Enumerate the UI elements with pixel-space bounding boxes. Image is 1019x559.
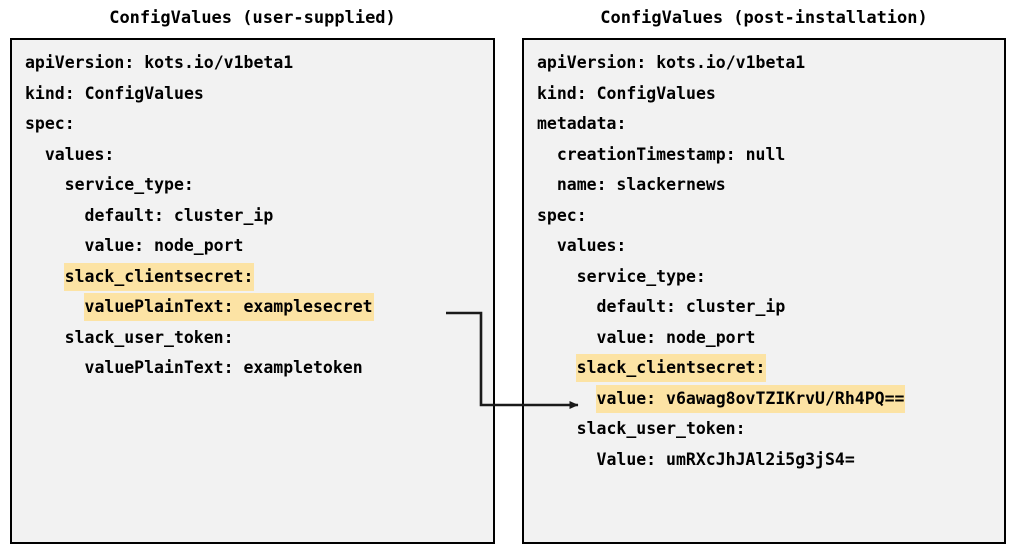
yaml-line-text-highlighted: slack_clientsecret: [63,262,255,291]
yaml-line-text: value: node_port [596,327,756,347]
yaml-line-text: spec: [25,114,75,133]
panel-title-user-supplied: ConfigValues (user-supplied) [109,8,396,28]
yaml-line: service_type: [24,170,493,201]
configvalues-post-installation-panel: apiVersion: kots.io/v1beta1 kind: ConfigV… [522,38,1006,544]
yaml-line: kind: ConfigValues [24,79,493,110]
yaml-line: valuePlainText: examplesecret [24,292,493,323]
yaml-line-text: spec: [537,205,587,225]
yaml-line-text: kind: ConfigValues [537,83,716,103]
yaml-line-text: creationTimestamp: null [556,144,786,164]
configvalues-user-supplied-panel: apiVersion: kots.io/v1beta1 kind: ConfigV… [10,38,495,544]
yaml-line: slack_user_token: [536,414,1004,445]
yaml-line: metadata: [536,109,1004,140]
yaml-line: slack_clientsecret: [24,262,493,293]
yaml-line: Value: umRXcJhJAl2i5g3jS4= [536,445,1004,476]
yaml-line: values: [536,231,1004,262]
yaml-line: apiVersion: kots.io/v1beta1 [536,48,1004,79]
yaml-line-text: values: [556,236,627,255]
yaml-line-text: slack_user_token: [64,327,234,347]
yaml-line-text: name: slackernews [556,175,726,194]
yaml-line-text: value: node_port [84,236,244,255]
yaml-line-text: default: cluster_ip [596,297,786,316]
yaml-line-text: apiVersion: kots.io/v1beta1 [25,53,294,72]
yaml-line-text: default: cluster_ip [84,205,274,225]
yaml-line-text: Value: umRXcJhJAl2i5g3jS4= [596,449,855,469]
yaml-line-text: valuePlainText: exampletoken [84,358,363,377]
yaml-line: spec: [24,109,493,140]
yaml-line: default: cluster_ip [24,201,493,232]
yaml-line: value: node_port [536,323,1004,354]
yaml-line-text: service_type: [576,266,706,286]
yaml-line: value: v6awag8ovTZIKrvU/Rh4PQ== [536,384,1004,415]
yaml-line-text-highlighted: value: v6awag8ovTZIKrvU/Rh4PQ== [595,384,906,413]
yaml-line-text: apiVersion: kots.io/v1beta1 [537,53,806,72]
yaml-line-text: slack_user_token: [576,419,746,438]
yaml-line-text: kind: ConfigValues [25,83,204,103]
yaml-line: values: [24,140,493,171]
yaml-content-user-supplied: apiVersion: kots.io/v1beta1 kind: ConfigV… [24,48,493,384]
yaml-line-text-highlighted: valuePlainText: examplesecret [83,293,374,321]
yaml-line-text: service_type: [64,175,194,194]
yaml-line: service_type: [536,262,1004,293]
yaml-line: slack_clientsecret: [536,353,1004,384]
yaml-line: default: cluster_ip [536,292,1004,323]
yaml-line: slack_user_token: [24,323,493,354]
yaml-line-text: metadata: [537,114,627,133]
yaml-line-text-highlighted: slack_clientsecret: [575,354,767,382]
panel-title-post-installation: ConfigValues (post-installation) [600,8,928,28]
yaml-line: apiVersion: kots.io/v1beta1 [24,48,493,79]
yaml-line: value: node_port [24,231,493,262]
yaml-line-text: values: [44,144,115,164]
yaml-line: valuePlainText: exampletoken [24,353,493,384]
yaml-line: name: slackernews [536,170,1004,201]
yaml-line: creationTimestamp: null [536,140,1004,171]
yaml-line: kind: ConfigValues [536,79,1004,110]
yaml-content-post-installation: apiVersion: kots.io/v1beta1 kind: ConfigV… [536,48,1004,475]
yaml-line: spec: [536,201,1004,232]
